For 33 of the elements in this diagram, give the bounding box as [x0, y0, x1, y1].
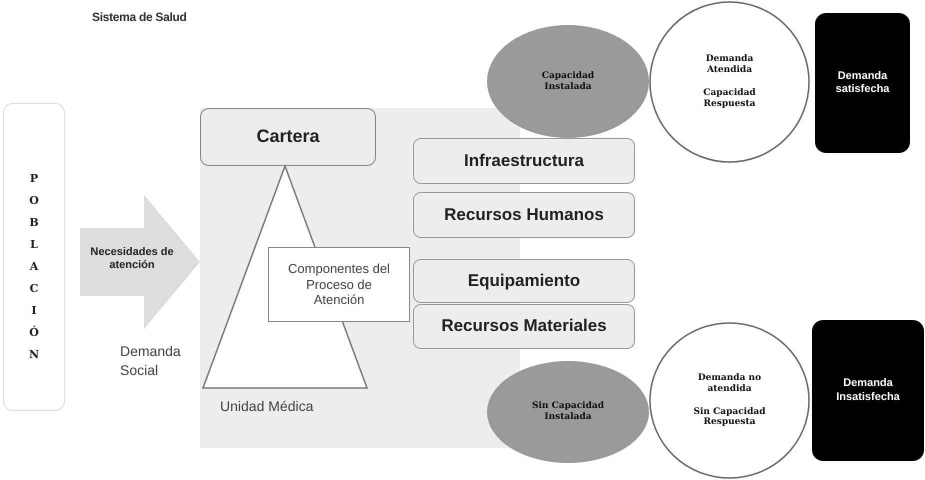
node-label: Sin Capacidad Respuesta	[692, 406, 767, 428]
node-label: Demanda Atendida	[704, 54, 754, 76]
rounded-box	[413, 304, 635, 349]
ellipse-shape	[487, 361, 649, 463]
node-label: Infraestructura	[464, 150, 584, 172]
label-box	[3, 103, 65, 411]
node-label: Recursos Materiales	[441, 316, 607, 337]
circle-shape	[649, 322, 810, 479]
node-label: Demanda Insatisfecha	[835, 377, 901, 404]
vertical-label: POBLACIÓN	[28, 171, 40, 363]
node-label: Demanda satisfecha	[834, 70, 890, 96]
node-label: Recursos Humanos	[444, 204, 604, 226]
circle-shape	[649, 1, 810, 163]
text-box	[268, 247, 410, 322]
node-label: Capacidad Instalada	[540, 70, 596, 92]
node-label: Demanda no atendida	[696, 372, 762, 394]
node-caption: Demanda Social	[120, 342, 182, 380]
dark-rounded-box	[815, 13, 910, 153]
node-label: Sin Capacidad Instalada	[531, 401, 605, 423]
diagram-title: Sistema de Salud	[92, 10, 187, 24]
node-label: Equipamiento	[468, 270, 580, 292]
dark-rounded-box	[812, 320, 924, 461]
rounded-box	[413, 138, 635, 184]
node-caption: Unidad Médica	[220, 397, 314, 416]
rounded-box	[413, 192, 635, 238]
rounded-box	[200, 108, 376, 166]
ellipse-shape	[487, 25, 649, 138]
edge-label: Necesidades de atención	[89, 246, 175, 272]
rounded-box	[413, 259, 635, 303]
block-arrow	[80, 195, 200, 329]
node-label: Capacidad Respuesta	[702, 88, 757, 110]
node-label: Cartera	[256, 126, 320, 148]
node-label: Componentes del Proceso de Atención	[287, 261, 391, 308]
